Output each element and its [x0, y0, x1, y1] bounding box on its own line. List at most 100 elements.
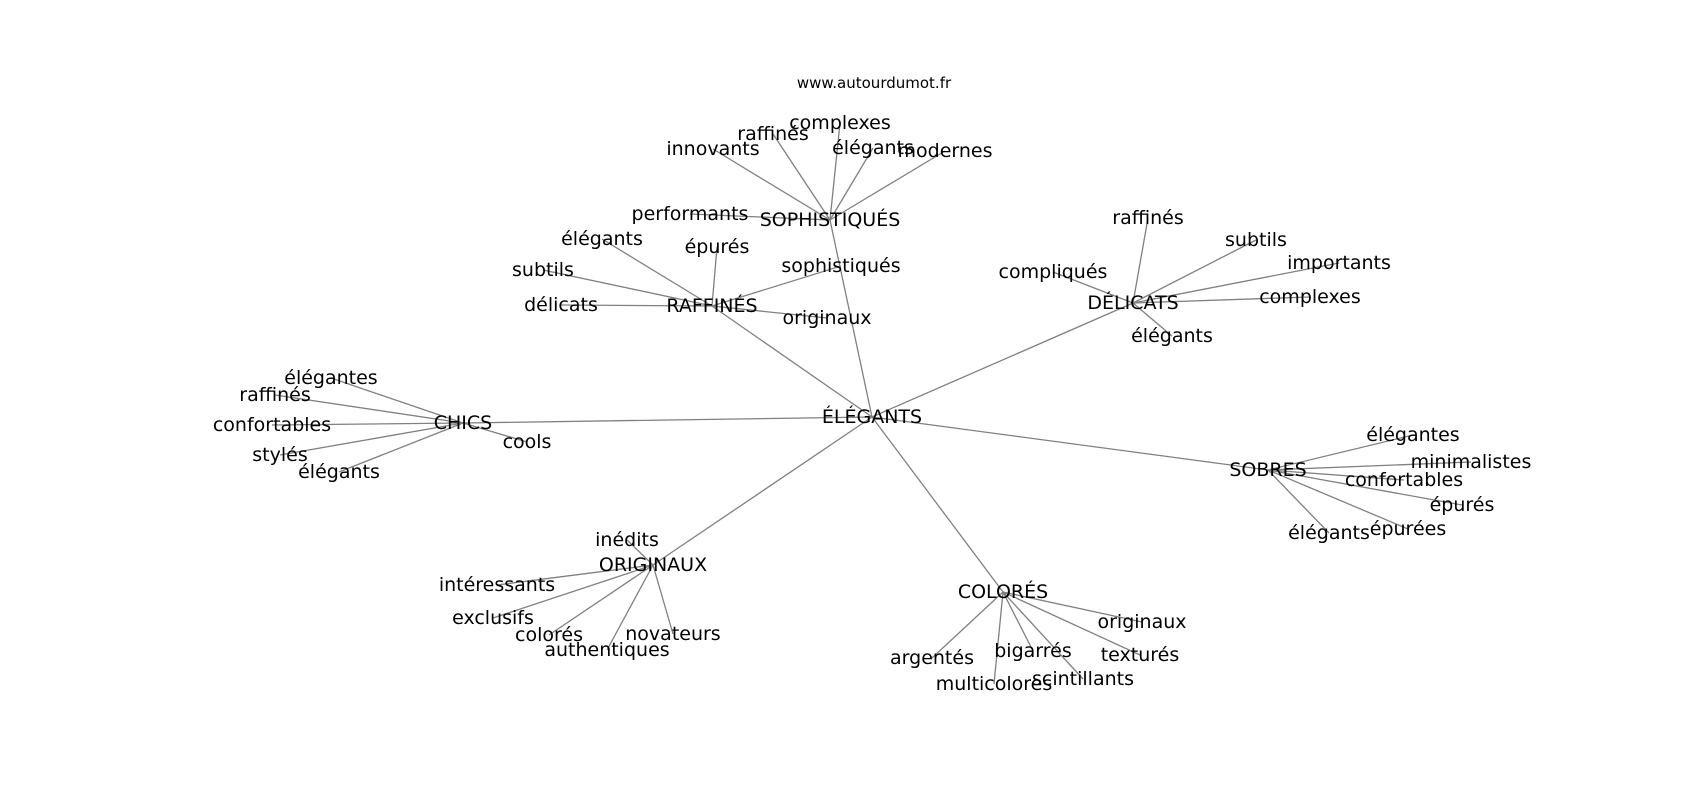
edge-originaux-leaf: [626, 539, 654, 566]
leaf-node-label: confortables: [213, 414, 331, 436]
edge-raffines-leaf: [711, 246, 718, 307]
edge-center-sophistiques: [829, 219, 873, 418]
edge-colores-leaf: [931, 591, 1004, 659]
leaf-node-label: sophistiqués: [781, 255, 900, 277]
hub-node-sophistiques: SOPHISTIQUÉS: [760, 208, 901, 231]
edge-sophistiques-leaf: [712, 148, 831, 221]
edge-sobres-leaf: [1267, 469, 1405, 481]
leaf-node-label: intéressants: [439, 574, 555, 596]
source-watermark: www.autourdumot.fr: [797, 74, 952, 92]
leaf-node-label: élégants: [1131, 325, 1213, 347]
leaf-node-label: modernes: [898, 140, 993, 162]
leaf-node-label: colorés: [515, 624, 583, 646]
leaf-node-label: raffinés: [737, 123, 808, 145]
leaf-node-label: originaux: [1097, 611, 1186, 633]
edge-delicats-leaf: [1132, 217, 1149, 304]
edge-sobres-leaf: [1267, 469, 1330, 534]
edge-delicats-leaf: [1132, 296, 1311, 304]
edge-originaux-leaf: [606, 564, 654, 651]
edge-center-chics: [462, 416, 873, 424]
leaf-node-label: élégants: [561, 228, 643, 250]
leaf-node-label: innovants: [666, 138, 759, 160]
edge-sophistiques-leaf: [772, 133, 831, 221]
leaf-node-label: subtils: [1225, 229, 1287, 251]
edge-center-delicats: [871, 302, 1134, 418]
edge-raffines-leaf: [560, 304, 713, 307]
edge-colores-leaf: [1002, 591, 1084, 680]
hub-node-sobres: SOBRES: [1229, 459, 1306, 481]
graph-edges: [271, 122, 1472, 685]
leaf-node-label: scintillants: [1032, 668, 1134, 690]
leaf-node-label: authentiques: [544, 639, 669, 661]
edge-raffines-leaf: [542, 269, 713, 307]
edge-colores-leaf: [1002, 591, 1141, 656]
hub-node-colores: COLORÉS: [958, 580, 1048, 603]
edge-chics-leaf: [330, 377, 464, 424]
leaf-node-label: raffinés: [239, 384, 310, 406]
leaf-node-label: inédits: [595, 529, 659, 551]
leaf-node-label: élégants: [832, 137, 914, 159]
edge-sophistiques-leaf: [829, 150, 946, 221]
edge-sophistiques-leaf: [829, 147, 874, 221]
edge-raffines-leaf: [711, 305, 828, 319]
edge-chics-leaf: [279, 422, 464, 456]
edge-sophistiques-leaf: [829, 122, 841, 221]
leaf-node-label: épurés: [685, 236, 750, 258]
leaf-node-label: compliqués: [999, 261, 1108, 283]
edge-originaux-leaf: [496, 564, 654, 586]
leaf-node-label: stylés: [252, 444, 307, 466]
edge-colores-leaf: [1002, 591, 1034, 652]
leaf-node-label: élégants: [298, 461, 380, 483]
leaf-node-label: performants: [632, 203, 749, 225]
edge-center-originaux: [652, 416, 873, 566]
leaf-node-label: élégantes: [284, 367, 377, 389]
leaf-node-label: texturés: [1101, 644, 1180, 666]
leaf-node-label: bigarrés: [994, 640, 1072, 662]
leaf-node-label: originaux: [782, 307, 871, 329]
edge-sobres-leaf: [1267, 461, 1472, 471]
leaf-node-label: complexes: [1259, 286, 1361, 308]
leaf-node-label: minimalistes: [1411, 451, 1532, 473]
leaf-node-label: confortables: [1345, 469, 1463, 491]
edge-colores-leaf: [993, 591, 1004, 685]
edge-originaux-leaf: [652, 564, 674, 635]
leaf-node-label: cools: [503, 431, 552, 453]
edge-delicats-leaf: [1132, 302, 1173, 337]
edge-delicats-leaf: [1132, 239, 1257, 304]
leaf-node-label: délicats: [524, 294, 598, 316]
edge-originaux-leaf: [548, 564, 654, 636]
edge-center-sobres: [871, 416, 1269, 471]
edge-delicats-leaf: [1052, 271, 1134, 304]
edge-originaux-leaf: [492, 564, 654, 619]
leaf-node-label: raffinés: [1112, 207, 1183, 229]
edge-chics-leaf: [462, 422, 528, 443]
edge-sobres-leaf: [1267, 469, 1463, 506]
leaf-node-label: subtils: [512, 259, 574, 281]
leaf-node-label: épurés: [1430, 494, 1495, 516]
leaf-node-label: épurées: [1370, 518, 1446, 540]
leaf-node-label: argentés: [890, 647, 974, 669]
hub-node-delicats: DÉLICATS: [1087, 291, 1178, 314]
edge-raffines-leaf: [711, 265, 842, 307]
hub-node-chics: CHICS: [434, 412, 492, 434]
leaf-node-label: importants: [1287, 252, 1391, 274]
hub-node-raffines: RAFFINÉS: [666, 294, 757, 317]
edge-sobres-leaf: [1267, 434, 1414, 471]
edge-sobres-leaf: [1267, 469, 1409, 530]
edge-raffines-leaf: [601, 238, 713, 307]
edge-center-raffines: [711, 305, 873, 418]
leaf-node-label: élégants: [1288, 522, 1370, 544]
edge-sophistiques-leaf: [689, 213, 831, 221]
edge-chics-leaf: [338, 422, 464, 473]
leaf-node-label: novateurs: [625, 623, 720, 645]
edge-delicats-leaf: [1132, 262, 1340, 304]
center-node-label: ÉLÉGANTS: [822, 405, 922, 428]
hub-node-originaux: ORIGINAUX: [599, 554, 707, 576]
edge-chics-leaf: [271, 422, 464, 426]
edge-colores-leaf: [1002, 591, 1143, 623]
leaf-node-label: exclusifs: [452, 607, 534, 629]
graph-labels: complexes raffinés élégants innovants modern…: [213, 112, 1532, 695]
leaf-node-label: élégantes: [1366, 424, 1459, 446]
edge-center-colores: [871, 416, 1004, 593]
